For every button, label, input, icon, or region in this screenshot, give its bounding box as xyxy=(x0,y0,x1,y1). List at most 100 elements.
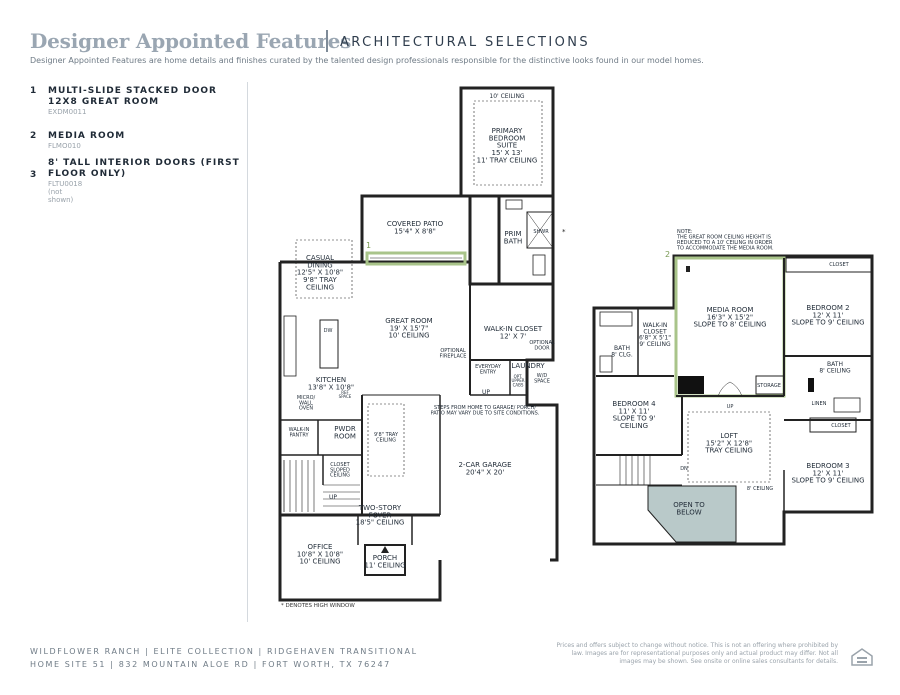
room-label-line: KITCHEN xyxy=(316,376,346,384)
shower-stall xyxy=(526,211,554,249)
room-label-line: 18'5" CEILING xyxy=(356,519,405,527)
room-label-line: 10' CEILING xyxy=(489,93,525,100)
room-label-line: PRIMARY xyxy=(492,127,523,135)
room-label-line: 10'8" X 10'8" xyxy=(297,550,343,558)
room-label-line: FOYER xyxy=(369,511,392,519)
room-label-line: 8' CEILING xyxy=(819,367,851,374)
tub xyxy=(505,199,523,210)
room-label-line: ENTRY xyxy=(480,369,497,375)
room-label-line: BEDROOM 3 xyxy=(806,462,849,470)
room-label-line: PORCH xyxy=(373,554,397,562)
room-label-primary-suite: 10' CEILING xyxy=(489,93,525,100)
room-label-line: SUITE xyxy=(497,142,517,150)
open-to-below-area xyxy=(647,485,737,543)
shower-x xyxy=(526,211,554,249)
room-label-line: 12' X 11' xyxy=(813,311,844,319)
primary-suite-tray xyxy=(473,100,543,186)
stairs xyxy=(283,460,360,512)
upper-outer-walls xyxy=(592,254,874,546)
room-label-line: SLOPE TO 8' CEILING xyxy=(693,321,766,329)
room-label-line: 10' CEILING xyxy=(388,332,429,340)
room-label-line: CLOSET xyxy=(831,423,851,429)
room-label-line: CABS xyxy=(513,382,524,387)
room-label-line: OVEN xyxy=(299,406,313,412)
feature-number: 2 xyxy=(30,131,37,141)
room-label-line: DINING xyxy=(307,261,332,269)
room-label-line: OPEN TO xyxy=(673,501,705,509)
room-label-line: REF xyxy=(341,390,349,395)
room-label-line: OPT. xyxy=(514,374,523,379)
room-label-line: BELOW xyxy=(676,508,701,516)
room-label-line: BATH xyxy=(614,345,630,352)
title-divider xyxy=(326,30,328,52)
post xyxy=(808,378,814,392)
room-label-line: 13'8" X 10'8" xyxy=(308,383,354,391)
door-swing xyxy=(717,381,731,397)
room-label-line: CEILING xyxy=(306,283,334,291)
room-label-line: SLOPE TO 9' CEILING xyxy=(791,477,864,485)
room-label-line: 9'8" TRAY xyxy=(303,276,337,284)
room-label-line: MEDIA ROOM xyxy=(707,306,754,314)
note-line: NOTE: xyxy=(677,229,693,235)
feature-number: 3 xyxy=(30,170,37,180)
room-label-line: 16'3" X 15'2" xyxy=(707,313,753,321)
room-label-closet-mid: CLOSET xyxy=(831,423,851,429)
room-label-storage: STORAGE xyxy=(757,383,781,389)
feature-marker-2: 2 xyxy=(665,250,670,259)
stairs-up-label: UP xyxy=(329,494,337,501)
room-label-shower: SHWR xyxy=(533,229,549,235)
tub-3 xyxy=(833,397,861,413)
room-label-line: 10' CEILING xyxy=(299,558,340,566)
room-label-line: BEDROOM 4 xyxy=(612,400,656,408)
room-label-line: PRIM xyxy=(504,230,521,238)
room-label-line: 9' CEILING xyxy=(639,341,671,348)
room-label-line: W/D xyxy=(537,373,548,379)
room-label-line: LAUNDRY xyxy=(511,362,545,370)
room-label-line: LOFT xyxy=(720,432,738,440)
room-label-line: STORAGE xyxy=(757,383,781,389)
room-label-line: TRAY CEILING xyxy=(704,447,753,455)
page-description: Designer Appointed Features are home det… xyxy=(30,56,704,65)
room-label-line: 11' X 11' xyxy=(619,407,650,415)
feature-title: MULTI-SLIDE STACKED DOOR 12X8 GREAT ROOM xyxy=(48,86,217,107)
room-label-line: SLOPE TO 9' CEILING xyxy=(791,319,864,327)
feature-title: MEDIA ROOM xyxy=(48,131,126,141)
room-label-laundry: LAUNDRY xyxy=(511,362,545,370)
room-label-line: DOOR xyxy=(534,345,550,351)
room-label-line: 11' TRAY CEILING xyxy=(477,156,538,164)
room-label-line: SLOPED xyxy=(330,467,350,473)
room-label-line: 8' CEILING xyxy=(747,486,773,492)
entry-arrow xyxy=(381,546,389,553)
room-label-line: 12'5" X 10'8" xyxy=(297,269,343,277)
feature-marker-1: 1 xyxy=(366,241,371,250)
room-label-line: PWDR xyxy=(334,425,356,433)
room-label-line: SLOPE TO 9' xyxy=(613,415,656,423)
room-label-line: SPACE xyxy=(339,394,352,399)
section-divider xyxy=(247,82,248,622)
room-label-line: SHWR xyxy=(533,229,549,235)
room-label-line: 6'8" X 5'1" xyxy=(639,335,671,342)
room-label-closet-top: CLOSET xyxy=(829,262,849,268)
room-label-line: 9'8" TRAY xyxy=(374,432,399,438)
room-label-line: DW xyxy=(324,328,333,334)
